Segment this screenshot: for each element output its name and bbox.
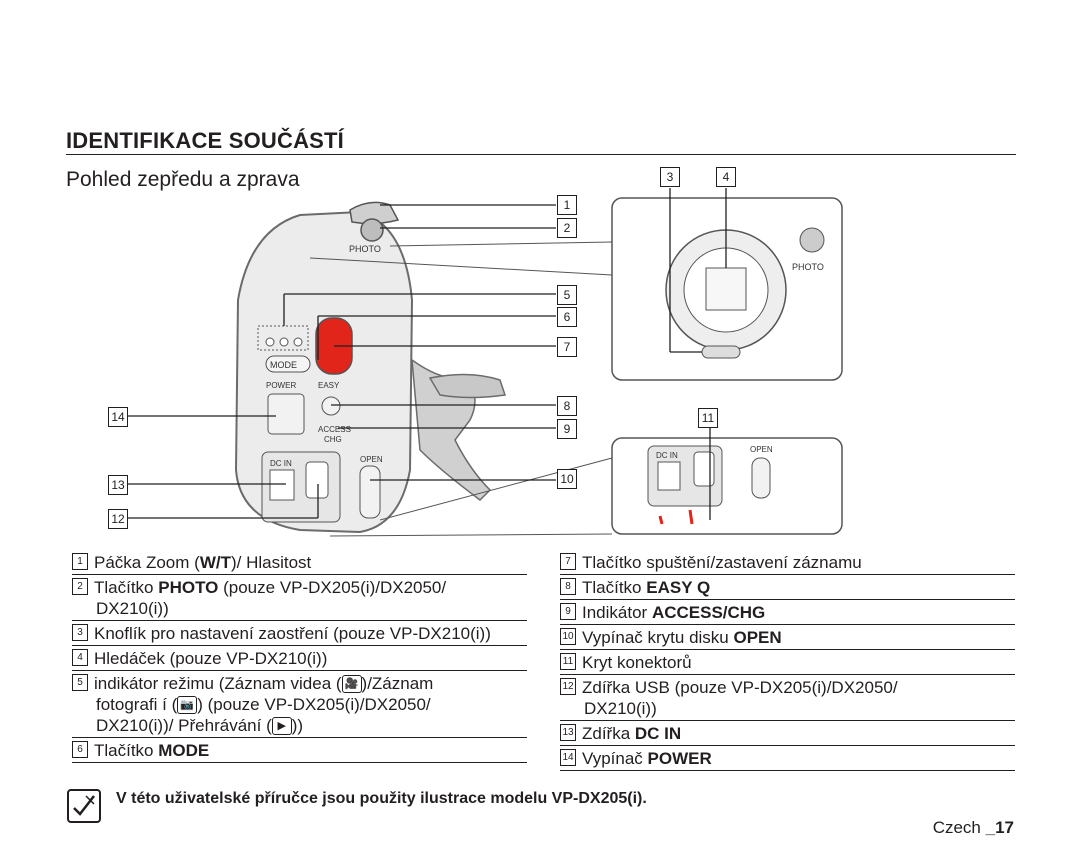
camera-mode-icon: 📷	[177, 695, 198, 714]
callout-6: 6	[557, 307, 577, 327]
camcorder-diagram: PHOTO MODE POWER EASY ACCESS CHG DC IN O…	[128, 188, 843, 537]
callout-9: 9	[557, 419, 577, 439]
callout-4: 4	[716, 167, 736, 187]
callout-2: 2	[557, 218, 577, 238]
callout-3: 3	[660, 167, 680, 187]
chg-label: CHG	[324, 435, 342, 444]
easy-label: EASY	[318, 381, 340, 390]
photo-label-detail: PHOTO	[792, 262, 824, 272]
leader-lines	[128, 188, 727, 520]
dcin-label: DC IN	[270, 459, 292, 468]
video-mode-icon: 🎥	[341, 674, 362, 693]
play-mode-icon: ▶	[271, 716, 292, 735]
photo-label-top: PHOTO	[349, 244, 381, 254]
mode-label: MODE	[270, 360, 297, 370]
callout-7: 7	[557, 337, 577, 357]
callout-11: 11	[698, 408, 718, 428]
camcorder-body: PHOTO MODE POWER EASY ACCESS CHG DC IN O…	[234, 201, 506, 534]
access-label: ACCESS	[318, 425, 351, 434]
dcin-label-detail: DC IN	[656, 451, 678, 460]
page-title: IDENTIFIKACE SOUČÁSTÍ	[66, 128, 344, 153]
note-text: V této uživatelské příručce jsou použity…	[116, 790, 647, 807]
callout-14: 14	[108, 407, 128, 427]
callout-5: 5	[557, 285, 577, 305]
section-subtitle: Pohled zepředu a zprava	[66, 168, 300, 191]
open-label: OPEN	[360, 455, 383, 464]
callout-1: 1	[557, 195, 577, 215]
callout-10: 10	[557, 469, 577, 489]
connector-detail: DC IN OPEN	[329, 437, 843, 537]
note-pencil-icon	[67, 789, 101, 823]
open-label-detail: OPEN	[750, 445, 773, 454]
power-label: POWER	[266, 381, 296, 390]
callout-12: 12	[108, 509, 128, 529]
callout-13: 13	[108, 475, 128, 495]
callout-8: 8	[557, 396, 577, 416]
page-number: Czech _17	[932, 818, 1014, 837]
title-divider	[66, 154, 1016, 155]
